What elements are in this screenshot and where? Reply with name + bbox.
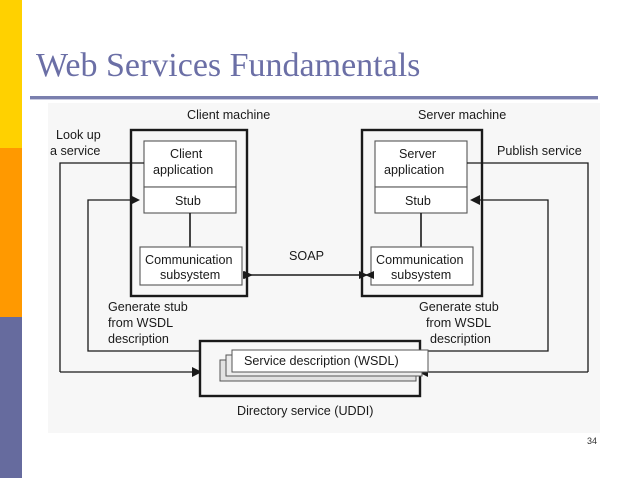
client-application-line1: Client — [170, 147, 203, 161]
server-stub-label: Stub — [405, 194, 431, 208]
slide-edge-bars — [0, 0, 22, 478]
server-machine-box — [360, 128, 484, 298]
label-look-up-line2: a service — [50, 144, 100, 158]
label-client-machine: Client machine — [187, 108, 270, 122]
client-application-line2: application — [153, 163, 213, 177]
service-description-label: Service description (WSDL) — [244, 354, 399, 368]
label-server-machine: Server machine — [418, 108, 506, 122]
client-stub-label: Stub — [175, 194, 201, 208]
server-application-line2: application — [384, 163, 444, 177]
publish-service-path-down — [467, 162, 589, 372]
server-comm-line1: Communication — [376, 253, 464, 267]
edge-bar-orange — [0, 148, 22, 317]
directory-service-label: Directory service (UDDI) — [237, 404, 373, 418]
gen-stub-left-line2: from WSDL — [108, 316, 173, 330]
soap-arrow-head-left — [244, 271, 253, 279]
client-comm-subsystem-box — [139, 246, 243, 286]
wsdl-doc-front — [231, 349, 429, 373]
edge-bar-purple — [0, 317, 22, 478]
server-application-box — [374, 140, 468, 188]
server-comm-line2: subsystem — [391, 268, 451, 282]
title-divider — [30, 96, 598, 100]
label-soap: SOAP — [289, 249, 324, 263]
page-title: Web Services Fundamentals — [36, 47, 421, 84]
gen-stub-right-line3: description — [430, 332, 491, 346]
client-comm-line1: Communication — [145, 253, 233, 267]
generate-stub-right-path — [420, 199, 549, 352]
soap-arrow-head-right — [365, 271, 374, 279]
lookup-service-path-down — [59, 162, 144, 372]
client-machine-box — [129, 128, 249, 298]
lookup-service-arrow-head — [192, 367, 202, 377]
server-stub-box — [374, 186, 468, 214]
gen-stub-left-line3: description — [108, 332, 169, 346]
label-publish-service: Publish service — [497, 144, 582, 158]
generate-stub-right-arrow-head — [470, 195, 480, 205]
gen-stub-left-line1: Generate stub — [108, 300, 188, 314]
server-application-line1: Server — [399, 147, 436, 161]
generate-stub-left-path — [87, 199, 200, 352]
slide-page-number: 34 — [587, 436, 598, 446]
gen-stub-right-line1: Generate stub — [419, 300, 499, 314]
generate-stub-left-arrow-head — [130, 195, 140, 205]
gen-stub-right-line2: from WSDL — [426, 316, 491, 330]
web-services-architecture-diagram: Client machine Server machine Look up a … — [48, 103, 600, 433]
edge-bar-yellow — [0, 0, 22, 148]
server-comm-subsystem-box — [370, 246, 474, 286]
client-comm-line2: subsystem — [160, 268, 220, 282]
label-look-up-line1: Look up — [56, 128, 101, 142]
